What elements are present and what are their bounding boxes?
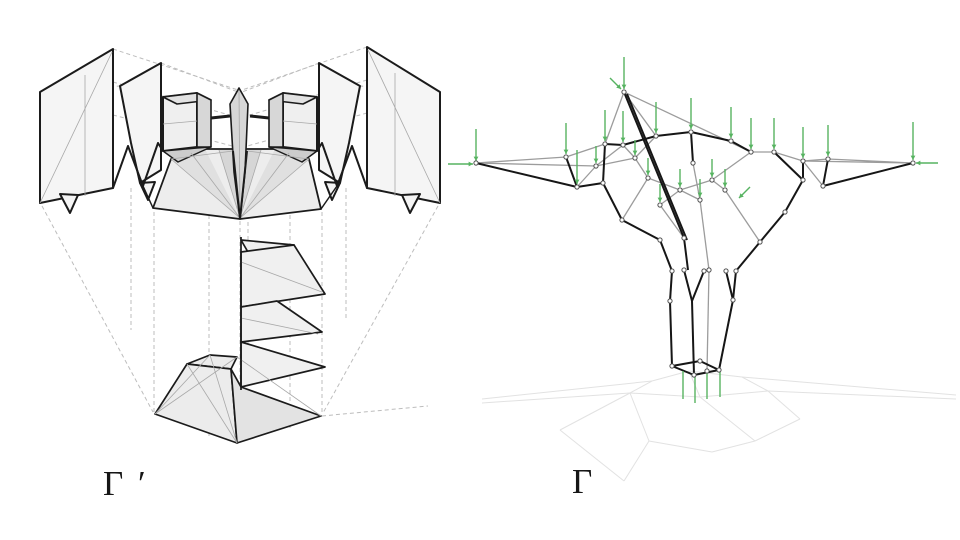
gamma-figure (448, 57, 957, 482)
gamma-prime-figure (39, 46, 441, 444)
figure-label-gamma: Γ (572, 462, 596, 501)
figure-label-gamma-prime: Γ ′ (103, 464, 149, 503)
